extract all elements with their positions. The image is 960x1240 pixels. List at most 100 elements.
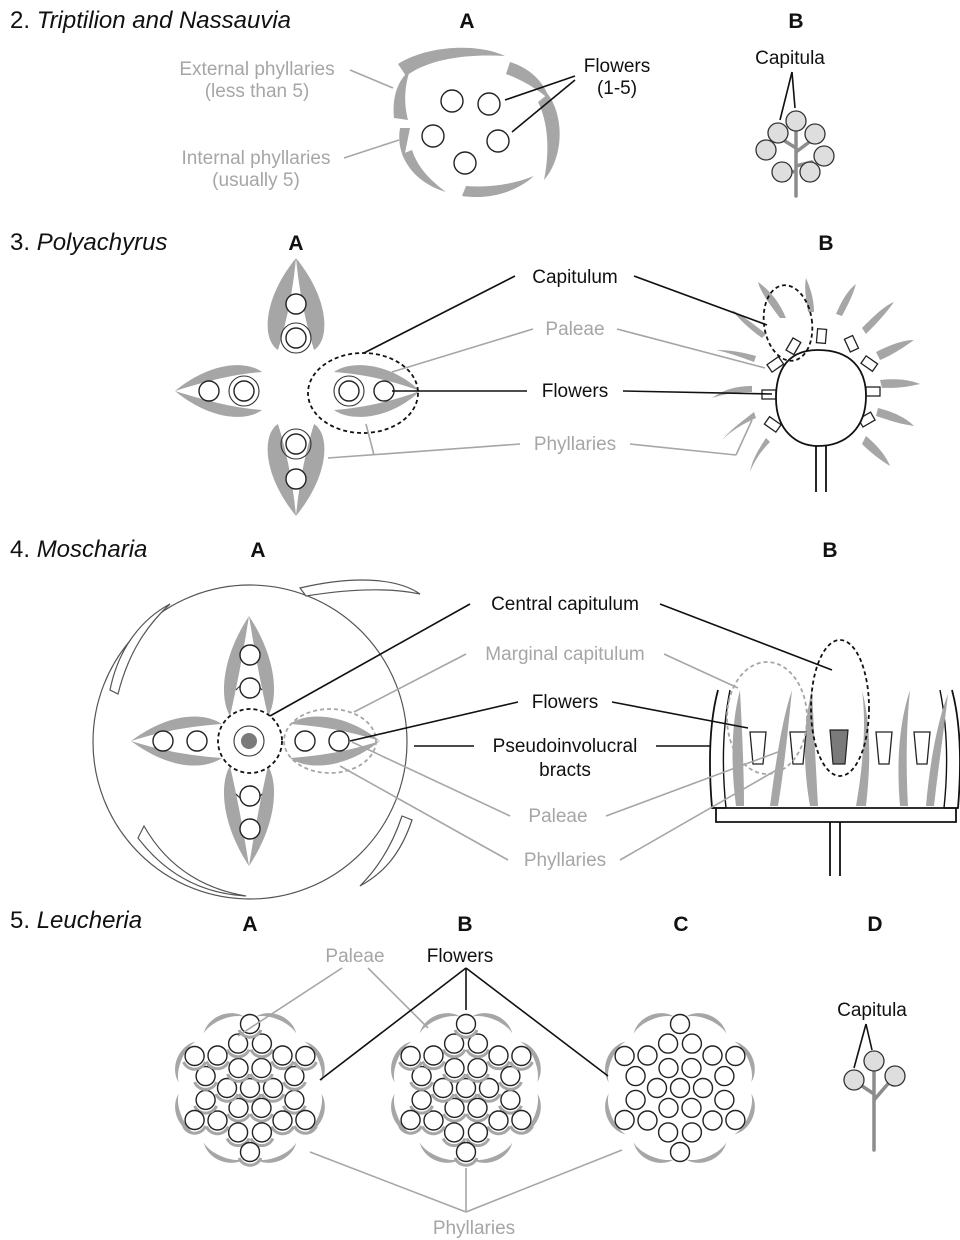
section-5: 5. Leucheria A B C D Capitula Paleae Flo…: [10, 907, 907, 1239]
flower: [286, 294, 306, 314]
section-4-number: 4.: [10, 536, 30, 563]
flower: [296, 1111, 315, 1130]
flower: [401, 1047, 420, 1066]
flower: [501, 1090, 520, 1109]
internal-phyllary: [394, 70, 410, 120]
panel-4a-letter: A: [250, 539, 265, 562]
svg-text:2. Triptilion and Nassauvia: 2. Triptilion and Nassauvia: [10, 7, 291, 34]
phyllary: [805, 278, 814, 312]
bract: [224, 766, 249, 866]
phyllary: [880, 379, 920, 388]
flower: [457, 1143, 476, 1162]
flower: [273, 1046, 292, 1065]
external-phyllaries-label: External phyllaries(less than 5): [179, 59, 334, 102]
flower: [339, 381, 359, 401]
phyllary: [862, 436, 890, 466]
section-2: 2. Triptilion and Nassauvia A B External…: [10, 7, 834, 197]
flower: [638, 1111, 657, 1130]
capitulum-ball: [768, 123, 788, 143]
internal-phyllary: [506, 62, 550, 100]
svg-text:4. Moscharia: 4. Moscharia: [10, 536, 147, 563]
paleae-label: Paleae: [545, 319, 604, 340]
flower: [153, 731, 173, 751]
central-capitulum-label: Central capitulum: [491, 594, 639, 615]
marginal-capitulum-pointer: [354, 654, 466, 712]
section-5-title: Leucheria: [37, 907, 142, 934]
phyllary-side: [898, 690, 910, 806]
flower: [682, 1034, 701, 1053]
flower: [671, 1143, 690, 1162]
flower: [861, 356, 878, 371]
internal-phyllaries-label: Internal phyllaries(usually 5): [182, 148, 331, 191]
paleae-pointer: [392, 329, 533, 372]
section-4-head-diagram: [93, 580, 420, 899]
internal-phyllary: [462, 176, 534, 197]
capitulum-ball: [756, 140, 776, 160]
flower: [866, 387, 880, 396]
peduncle: [830, 822, 840, 876]
flowers-label: Flowers: [427, 946, 494, 967]
flower: [659, 1098, 678, 1117]
paleae-pointer: [352, 742, 510, 816]
phyllary: [686, 1142, 731, 1169]
bract: [131, 716, 222, 741]
pseudoinvolucral-bract: [110, 604, 170, 694]
flower: [229, 1123, 248, 1142]
section-2-branch-diagram: [756, 111, 834, 196]
flower: [615, 1047, 634, 1066]
section-5-head-c: [599, 1007, 761, 1169]
marginal-capitulum-pointer: [664, 654, 738, 688]
flower: [682, 1059, 701, 1078]
phyllary: [876, 408, 914, 426]
flower: [512, 1047, 531, 1066]
central-flower: [241, 733, 257, 749]
flower: [648, 1079, 667, 1098]
flower: [703, 1046, 722, 1065]
capitula-pointer: [866, 1024, 872, 1050]
phyllary: [712, 386, 752, 398]
central-flower-side: [830, 730, 848, 764]
external-phyllaries-pointer: [350, 70, 393, 88]
flower: [187, 731, 207, 751]
phyllary: [686, 1007, 731, 1034]
bract: [131, 741, 222, 766]
section-3: 3. Polyachyrus A B: [10, 229, 920, 516]
flower: [487, 130, 509, 152]
section-3-title: Polyachyrus: [37, 229, 168, 256]
flower: [703, 1111, 722, 1130]
flowers-label: Flowers: [542, 381, 609, 402]
section-5-head-a: [169, 1007, 331, 1169]
central-capitulum-pointer: [660, 604, 832, 670]
phyllary: [758, 282, 786, 318]
internal-phyllaries-pointer: [344, 140, 399, 158]
flower: [682, 1123, 701, 1142]
flower: [240, 645, 260, 665]
flower: [615, 1111, 634, 1130]
pseudoinvolucral-bract: [360, 816, 412, 886]
flower: [241, 1143, 260, 1162]
panel-5a-letter: A: [242, 913, 257, 936]
external-phyllary: [398, 48, 505, 76]
flower: [286, 434, 306, 454]
pseudoinvolucral-bract: [138, 826, 246, 896]
bract: [224, 616, 249, 716]
capitulum-ball: [786, 111, 806, 131]
flower: [638, 1046, 657, 1065]
bract: [249, 616, 274, 716]
flower: [715, 1067, 734, 1086]
flower: [626, 1067, 645, 1086]
phyllaries-pointer: [366, 424, 374, 455]
flower: [252, 1059, 271, 1078]
phyllary: [630, 1142, 675, 1169]
paleae-label: Paleae: [528, 806, 587, 827]
capitula-label: Capitula: [755, 48, 825, 69]
flower: [816, 329, 826, 344]
section-2-title: Triptilion and Nassauvia: [37, 7, 291, 34]
panel-2b-letter: B: [788, 10, 803, 33]
flower: [468, 1098, 487, 1117]
flower: [489, 1111, 508, 1130]
section-4-title: Moscharia: [37, 536, 148, 563]
phyllary-side: [856, 690, 869, 806]
capitulum-label: Capitulum: [532, 267, 618, 288]
